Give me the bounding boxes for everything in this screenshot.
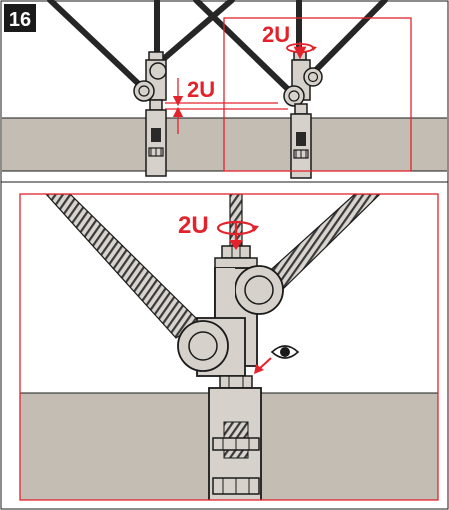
rotation-label-detail: 2U [178, 212, 209, 239]
rotation-label-top: 2U [262, 22, 290, 47]
detail-panel: 2U [19, 193, 439, 501]
eye-icon [254, 345, 300, 374]
lower-nut [219, 375, 253, 389]
step-number: 16 [9, 9, 31, 31]
gap-label: 2U [187, 77, 215, 102]
tension-rods [47, 0, 388, 101]
detail-frame [19, 193, 439, 501]
bracket-lower [177, 317, 246, 377]
bottom-sleeve [208, 387, 262, 500]
threaded-rods-detail [45, 194, 381, 339]
detail-highlight-box [223, 17, 412, 172]
connector-right [283, 51, 323, 179]
connector-left [133, 51, 167, 177]
rotation-arrow-icon [286, 42, 317, 60]
step-badge: 16 [4, 4, 36, 32]
rotation-arrow-icon [216, 220, 259, 250]
overview-panel: 2U 2U [2, 0, 447, 179]
